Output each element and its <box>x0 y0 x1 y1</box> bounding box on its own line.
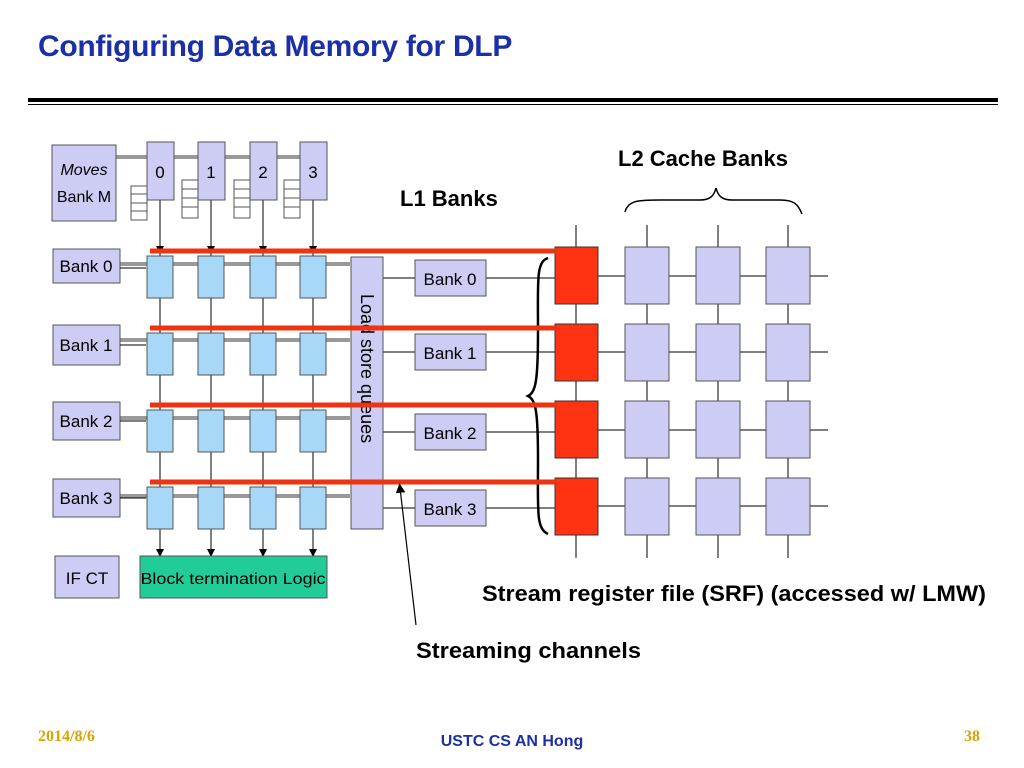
column-headers: 0 1 2 3 <box>146 141 328 201</box>
l2-top-brace <box>624 187 803 215</box>
left-bank-2-label: Bank 2 <box>60 412 113 431</box>
column-number-2: 2 <box>258 163 267 182</box>
column-number-0: 0 <box>155 163 164 182</box>
ifct-label: IF CT <box>66 569 109 588</box>
l1-group-brace <box>525 256 549 536</box>
left-bank-1-label: Bank 1 <box>60 336 113 355</box>
streaming-channel-bars <box>150 248 557 485</box>
column-number-1: 1 <box>206 163 215 182</box>
page-number: 38 <box>964 728 980 745</box>
footer-author: USTC CS AN Hong <box>440 733 584 750</box>
bank-m-label: Bank M <box>57 189 111 206</box>
left-bank-3-label: Bank 3 <box>60 489 113 508</box>
left-bank-0-label: Bank 0 <box>60 257 113 276</box>
left-bank-connectors <box>120 267 146 499</box>
l1-bank-0-label: Bank 0 <box>424 270 477 289</box>
ifct-box: IF CT <box>54 555 120 599</box>
column-number-3: 3 <box>308 163 317 182</box>
bank-row-wires <box>383 277 555 509</box>
moves-label: Moves <box>60 162 107 179</box>
queue-stack-icons <box>130 179 301 221</box>
l2-cache-blocks <box>624 246 811 536</box>
column-down-arrows <box>156 220 317 557</box>
title-divider-thin <box>28 104 998 105</box>
streaming-channels-arrow <box>395 483 417 626</box>
l1-banks-title: L1 Banks <box>400 186 498 211</box>
load-store-queues-box: Load store queues <box>350 256 384 530</box>
title-divider-thick <box>28 98 998 102</box>
moves-bank-box: Moves Bank M <box>51 144 117 222</box>
slide-title: Configuring Data Memory for DLP <box>38 30 513 63</box>
l1-bank-1-label: Bank 1 <box>424 344 477 363</box>
footer-date: 2014/8/6 <box>38 728 95 745</box>
block-termination-box: Block termination Logic <box>139 555 328 599</box>
srf-red-blocks <box>554 246 599 536</box>
l1-bank-3-label: Bank 3 <box>424 500 477 519</box>
left-bank-boxes: Bank 0 Bank 1 Bank 2 Bank 3 <box>52 248 121 518</box>
l2-cache-title: L2 Cache Banks <box>618 146 788 171</box>
l1-bank-2-label: Bank 2 <box>424 424 477 443</box>
srf-label: Stream register file (SRF) (accessed w/ … <box>482 581 986 606</box>
load-store-queues-label: Load store queues <box>357 294 377 443</box>
l1-bank-boxes: Bank 0 Bank 1 Bank 2 Bank 3 <box>414 259 487 527</box>
l2-row-wires <box>555 275 828 507</box>
execution-grid <box>146 255 327 530</box>
streaming-channels-label: Streaming channels <box>416 638 641 663</box>
block-termination-label: Block termination Logic <box>141 571 326 588</box>
l2-column-wires <box>575 225 789 558</box>
